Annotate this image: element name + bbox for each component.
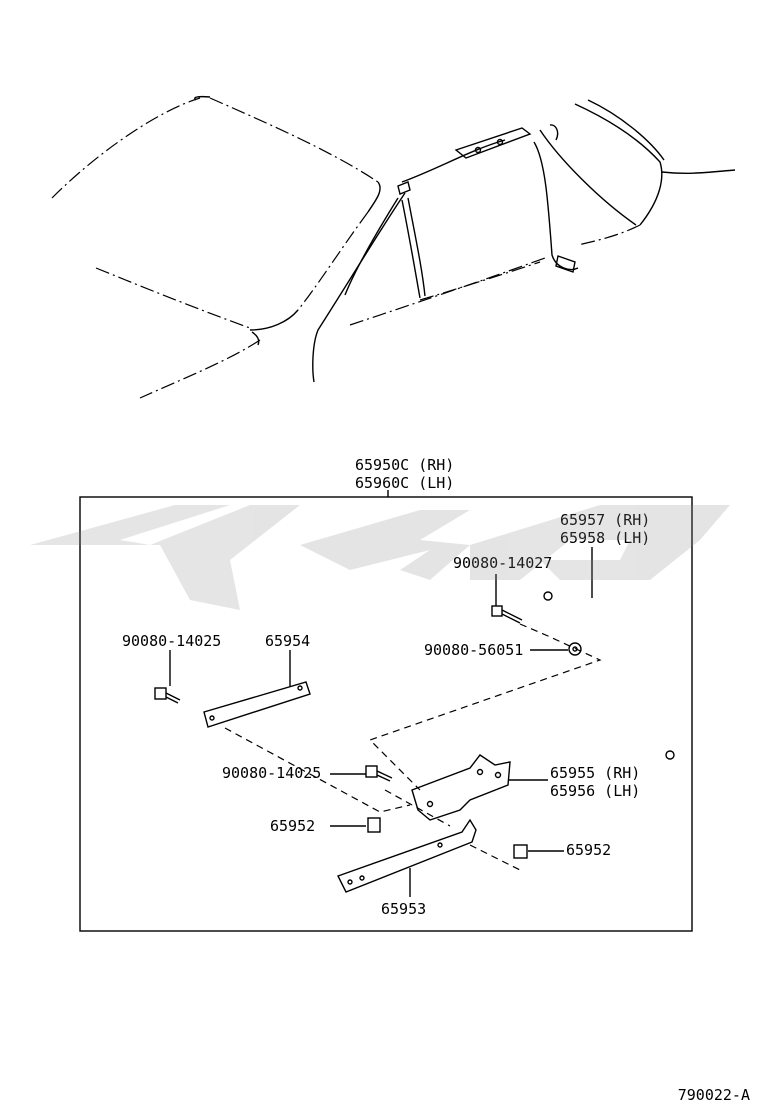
door-frame-front xyxy=(312,192,406,383)
callout-assembly-lh: 65960C (LH) xyxy=(355,474,454,492)
callout-strap: 65954 xyxy=(265,632,310,650)
bolt-mid xyxy=(365,765,393,782)
pillar-brace-rod xyxy=(543,591,675,760)
callout-rod-rh: 65957 (RH) xyxy=(560,511,650,529)
strap xyxy=(203,681,311,728)
hood-line xyxy=(51,97,201,199)
callout-nut: 90080-56051 xyxy=(424,641,523,659)
door-b-pillar xyxy=(401,199,421,299)
callout-bolt-left: 90080-14025 xyxy=(122,632,221,650)
watermark-logo xyxy=(30,505,730,610)
callout-clip-left: 65952 xyxy=(270,817,315,835)
car-body-illustration xyxy=(51,95,736,399)
mount-bracket xyxy=(411,754,511,821)
windshield-lower xyxy=(95,267,251,329)
callout-rod-lh: 65958 (LH) xyxy=(560,529,650,547)
callout-bracket-rh: 65955 (RH) xyxy=(550,764,640,782)
rail xyxy=(337,818,477,893)
callout-assembly-rh: 65950C (RH) xyxy=(355,456,454,474)
assembly-frame xyxy=(79,496,693,932)
callout-bolt-mid: 90080-14025 xyxy=(222,764,321,782)
roof-rail xyxy=(401,139,506,183)
callout-bracket-lh: 65956 (LH) xyxy=(550,782,640,800)
roof-front-line xyxy=(209,97,379,183)
a-pillar-line xyxy=(297,211,369,311)
bolt-left xyxy=(154,687,181,704)
callout-bolt-top: 90080-14027 xyxy=(453,554,552,572)
rear-window-outline xyxy=(574,103,663,226)
front-fender-line xyxy=(139,339,261,399)
clip-left xyxy=(367,817,381,833)
assembly-lines xyxy=(224,623,602,871)
trunk-line xyxy=(661,169,736,174)
windshield-corner xyxy=(249,309,299,331)
roof-bracket xyxy=(454,127,532,159)
callout-rail: 65953 xyxy=(381,900,426,918)
clip-right xyxy=(513,844,528,859)
callout-clip-right: 65952 xyxy=(566,841,611,859)
beltline xyxy=(349,257,546,326)
figure-code: 790022-A xyxy=(677,1086,750,1104)
rear-pillar xyxy=(533,141,579,271)
quarter-window-line xyxy=(539,129,637,226)
bolt-top xyxy=(491,605,523,624)
